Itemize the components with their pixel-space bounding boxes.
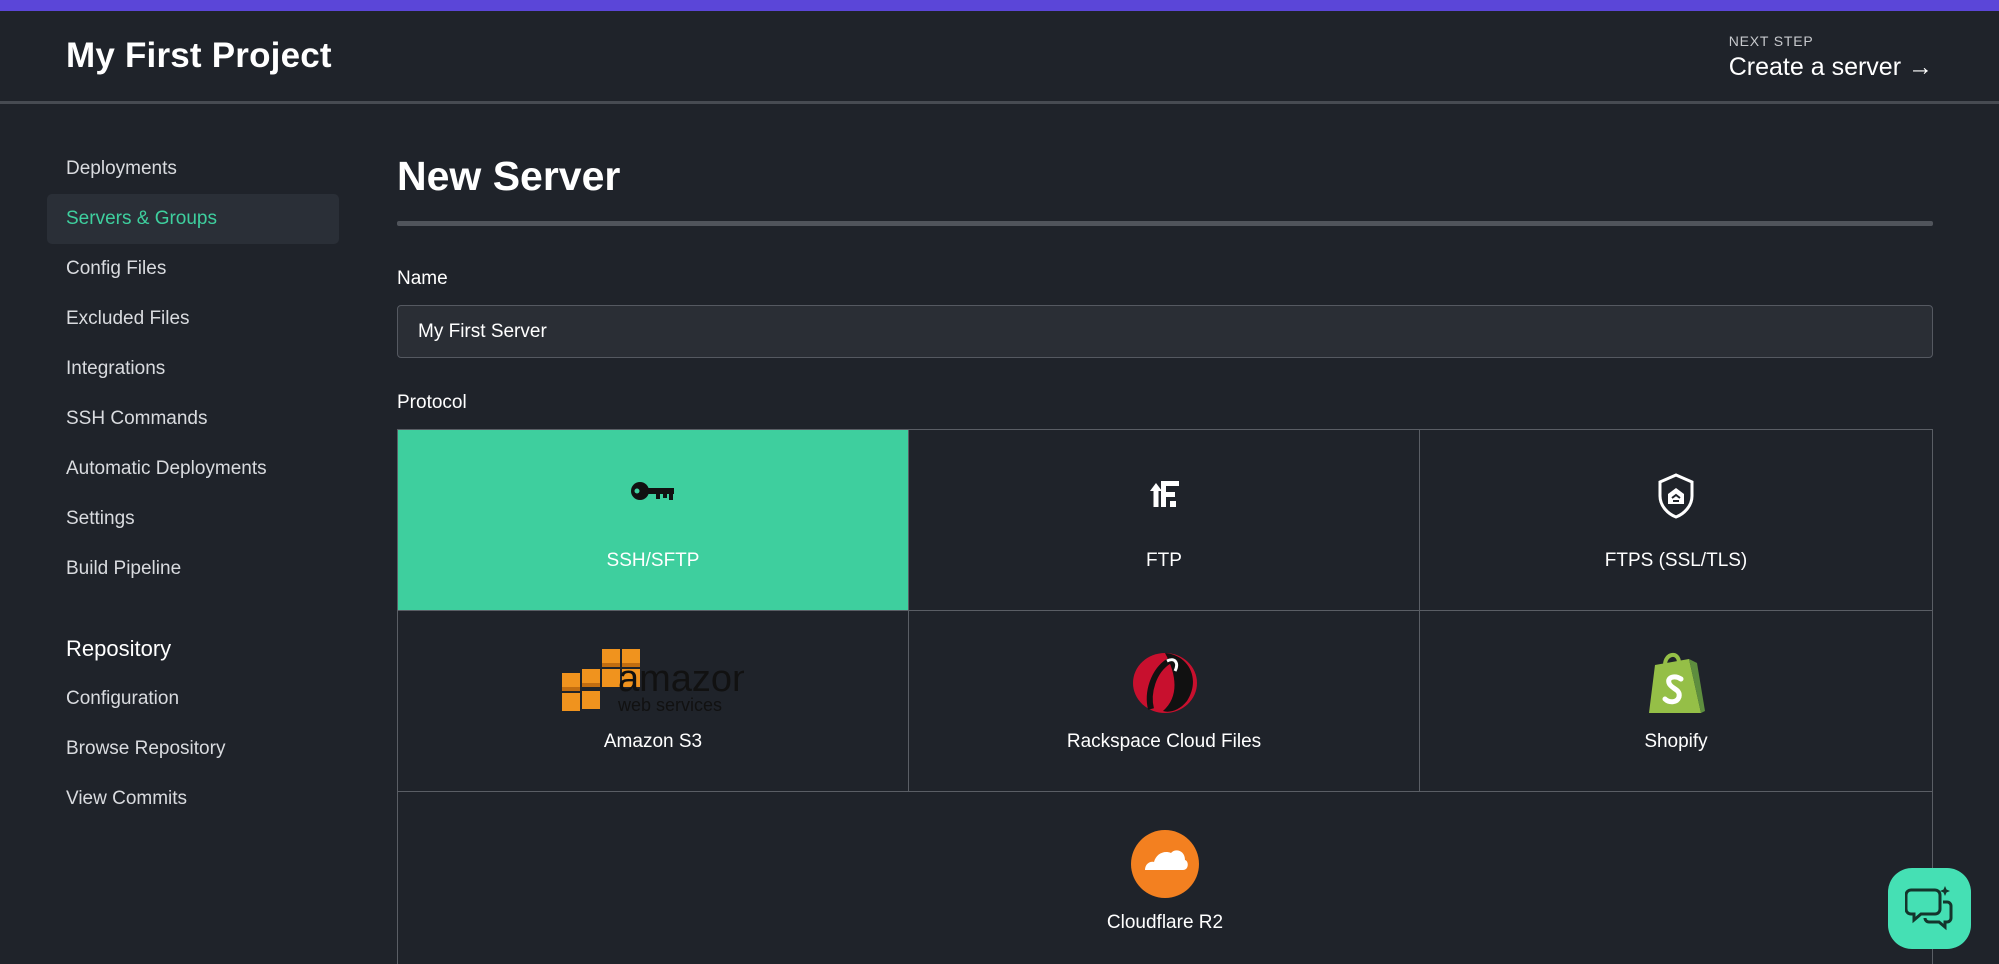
shield-icon <box>1656 472 1696 525</box>
page-title: New Server <box>397 153 621 199</box>
sidebar-item-view-commits[interactable]: View Commits <box>66 788 188 809</box>
top-accent-bar <box>0 0 1999 11</box>
cloudflare-logo <box>1131 830 1199 903</box>
sidebar-item-deployments[interactable]: Deployments <box>66 158 177 179</box>
protocol-label: Protocol <box>397 392 467 413</box>
protocol-option-ssh-sftp[interactable]: SSH/SFTP <box>398 430 909 611</box>
protocol-option-rackspace[interactable]: Rackspace Cloud Files <box>909 611 1420 792</box>
header: My First Project NEXT STEP Create a serv… <box>0 11 1999 104</box>
amazon-web-services-logo: amazon web services <box>562 647 753 722</box>
next-step: NEXT STEP Create a server → <box>1729 33 1933 82</box>
create-server-link[interactable]: Create a server → <box>1728 53 1933 81</box>
protocol-label-shopify: Shopify <box>1644 731 1708 752</box>
protocol-option-shopify[interactable]: Shopify <box>1420 611 1932 792</box>
ftp-icon <box>1144 475 1184 520</box>
shopify-logo <box>1645 649 1707 722</box>
sidebar-item-automatic-deployments[interactable]: Automatic Deployments <box>66 458 267 479</box>
protocol-grid: SSH/SFTP FTP <box>397 429 1933 964</box>
sidebar-item-config-files[interactable]: Config Files <box>66 258 167 279</box>
protocol-label-cloudflare-r2: Cloudflare R2 <box>1106 912 1224 933</box>
sidebar-item-settings[interactable]: Settings <box>66 508 135 529</box>
sidebar-item-servers-groups[interactable]: Servers & Groups <box>47 194 339 244</box>
project-title: My First Project <box>66 36 332 75</box>
protocol-option-ftp[interactable]: FTP <box>909 430 1420 611</box>
rackspace-logo <box>1129 649 1199 720</box>
sidebar-item-ssh-commands[interactable]: SSH Commands <box>66 408 208 429</box>
protocol-option-ftps[interactable]: FTPS (SSL/TLS) <box>1420 430 1932 611</box>
protocol-label-ftp: FTP <box>1146 550 1182 571</box>
sidebar-item-browse-repository[interactable]: Browse Repository <box>66 738 226 759</box>
protocol-label-ssh-sftp: SSH/SFTP <box>606 550 700 571</box>
repository-section-title: Repository <box>66 636 172 661</box>
protocol-label-rackspace: Rackspace Cloud Files <box>1066 731 1262 752</box>
sidebar-item-build-pipeline[interactable]: Build Pipeline <box>66 558 182 579</box>
chat-bubbles-icon <box>1904 884 1955 937</box>
protocol-label-ftps: FTPS (SSL/TLS) <box>1604 550 1748 571</box>
sidebar-item-excluded-files[interactable]: Excluded Files <box>66 308 190 329</box>
sidebar-item-configuration[interactable]: Configuration <box>66 688 180 709</box>
svg-text:web services: web services <box>617 695 722 715</box>
protocol-option-amazon-s3[interactable]: amazon web services Amazon S3 <box>398 611 909 792</box>
server-name-input[interactable] <box>397 305 1933 358</box>
main-content: New Server Name Protocol SSH/SFTP <box>397 144 1933 964</box>
chat-button[interactable] <box>1888 868 1971 949</box>
key-icon <box>630 478 676 509</box>
sidebar-item-integrations[interactable]: Integrations <box>66 358 166 379</box>
svg-text:amazon: amazon <box>618 658 744 700</box>
name-label: Name <box>397 268 448 289</box>
protocol-option-cloudflare-r2[interactable]: Cloudflare R2 <box>398 792 1932 964</box>
title-divider <box>397 221 1933 226</box>
next-step-label: NEXT STEP <box>1728 33 1814 49</box>
sidebar: Deployments Servers & Groups Config File… <box>47 144 339 824</box>
protocol-label-amazon-s3: Amazon S3 <box>603 731 703 752</box>
